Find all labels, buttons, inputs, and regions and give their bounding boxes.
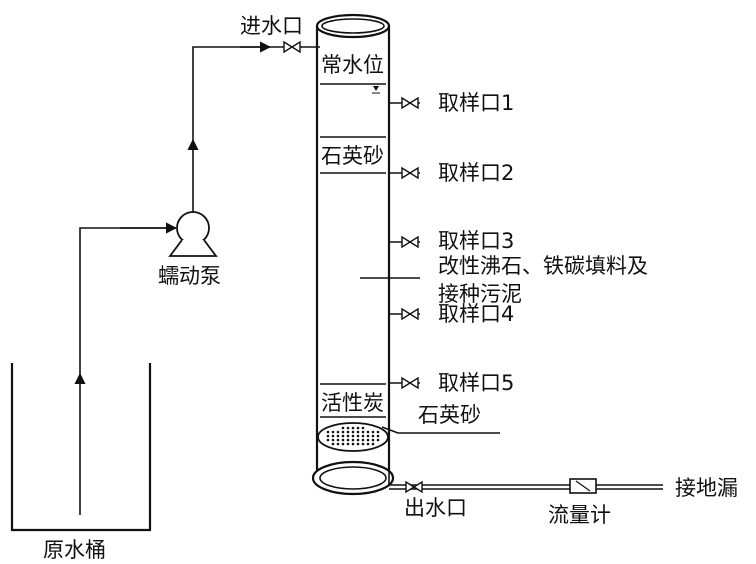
- pump-to-inlet-pipe: [187, 41, 320, 212]
- distributor-hole: [361, 442, 365, 446]
- distributor-hole: [331, 442, 335, 446]
- distributor-hole: [341, 434, 345, 438]
- distributor-hole: [376, 438, 380, 442]
- distributor-hole: [361, 434, 365, 438]
- sampling-port-2-label: 取样口2: [438, 161, 514, 185]
- distributor-hole: [356, 430, 360, 434]
- distributor-hole: [346, 434, 350, 438]
- water-level-icon: [372, 86, 380, 94]
- distributor-hole: [371, 430, 375, 434]
- distributor-hole: [341, 442, 345, 446]
- distributor-hole: [331, 434, 335, 438]
- distributor-hole: [371, 434, 375, 438]
- valve-icon: [283, 41, 301, 53]
- distributor-hole: [336, 442, 340, 446]
- normal-water-level-label: 常水位: [321, 53, 384, 77]
- distributor-hole: [341, 426, 345, 430]
- distributor-hole: [336, 430, 340, 434]
- distributor-hole: [336, 438, 340, 442]
- distributor-hole: [356, 442, 360, 446]
- valve-icon: [401, 236, 419, 248]
- distributor-hole: [351, 430, 355, 434]
- flowmeter-icon: [569, 478, 597, 494]
- valve-icon: [401, 308, 419, 320]
- sampling-manifold: [388, 97, 420, 389]
- valve-icon: [401, 167, 419, 179]
- reactor-column: [311, 13, 395, 496]
- valve-icon: [401, 97, 419, 109]
- distributor-hole: [361, 438, 365, 442]
- distributor-hole: [341, 438, 345, 442]
- filler-label-line2: 接种污泥: [438, 282, 522, 306]
- distributor-hole: [366, 434, 370, 438]
- quartz-sand-top-label: 石英砂: [321, 144, 384, 168]
- distributor-hole: [366, 430, 370, 434]
- distributor-hole: [351, 438, 355, 442]
- floor-drain-label: 接地漏: [675, 476, 738, 500]
- outlet-pipe: [388, 470, 663, 494]
- inlet-label: 进水口: [240, 14, 303, 38]
- distributor-hole: [351, 426, 355, 430]
- distributor-hole: [356, 438, 360, 442]
- distributor-hole: [346, 442, 350, 446]
- distributor-hole: [356, 434, 360, 438]
- distributor-hole: [346, 438, 350, 442]
- raw-water-tank: [10, 363, 152, 532]
- distributor-hole: [376, 434, 380, 438]
- distributor-hole: [331, 430, 335, 434]
- pump-icon: [168, 211, 218, 257]
- outlet-label: 出水口: [404, 496, 467, 520]
- valve-icon: [401, 377, 419, 389]
- distributor-hole: [336, 434, 340, 438]
- sampling-port-4-label: 取样口4: [438, 302, 514, 326]
- activated-carbon-label: 活性炭: [321, 391, 384, 415]
- pump-label: 蠕动泵: [158, 264, 221, 288]
- flowmeter-label: 流量计: [548, 503, 611, 527]
- distributor-hole: [371, 438, 375, 442]
- raw-water-tank-label: 原水桶: [43, 538, 106, 562]
- distributor-hole: [366, 442, 370, 446]
- distributor-hole: [351, 434, 355, 438]
- sampling-port-5-label: 取样口5: [438, 371, 514, 395]
- distributor-hole: [351, 442, 355, 446]
- distributor-hole: [326, 438, 330, 442]
- distributor-hole: [331, 438, 335, 442]
- distributor-hole: [346, 426, 350, 430]
- distributor-hole: [361, 426, 365, 430]
- distributor-hole: [326, 434, 330, 438]
- distributor-hole: [371, 442, 375, 446]
- quartz-leader-line: [381, 426, 500, 434]
- distributor-hole: [366, 438, 370, 442]
- distributor-hole: [356, 426, 360, 430]
- distributor-hole: [346, 430, 350, 434]
- valve-icon: [405, 481, 423, 493]
- distributor-hole: [376, 430, 380, 434]
- sampling-port-3-label: 取样口3: [438, 229, 514, 253]
- filler-label-line1: 改性沸石、铁碳填料及: [438, 254, 648, 278]
- distributor-plate: [317, 422, 389, 452]
- sampling-port-1-label: 取样口1: [438, 91, 514, 115]
- distributor-hole: [361, 430, 365, 434]
- feed-pipe: [74, 222, 178, 515]
- distributor-hole: [341, 430, 345, 434]
- quartz-sand-bottom-label: 石英砂: [418, 403, 481, 427]
- distributor-hole: [326, 430, 330, 434]
